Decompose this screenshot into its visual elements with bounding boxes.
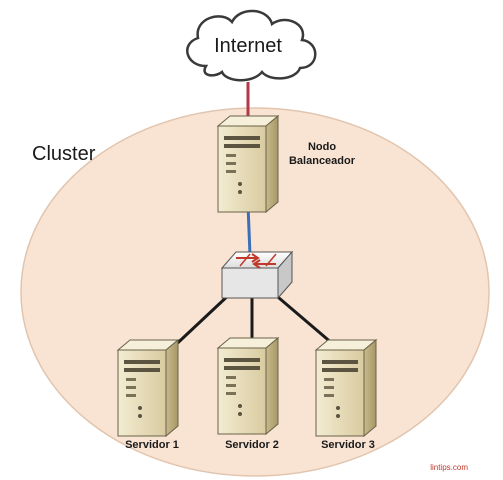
balancer-label-line1: Nodo	[308, 141, 336, 153]
server-3-label: Servidor 3	[321, 439, 375, 451]
link-server-1	[166, 290, 234, 354]
server-3-icon	[315, 339, 377, 437]
balancer-switch-link	[246, 204, 252, 256]
internet-label: Internet	[214, 35, 282, 57]
watermark: lintips.com	[430, 463, 468, 472]
cloud-icon	[186, 9, 317, 82]
server-1-label: Servidor 1	[125, 439, 179, 451]
balancer-label-line2: Balanceador	[289, 155, 356, 167]
cluster-label: Cluster	[32, 143, 96, 165]
balancer-server-icon	[217, 115, 279, 213]
server-2-label: Servidor 2	[225, 439, 279, 451]
network-switch-icon	[220, 250, 294, 300]
server-2-icon	[217, 337, 279, 435]
server-1-icon	[117, 339, 179, 437]
